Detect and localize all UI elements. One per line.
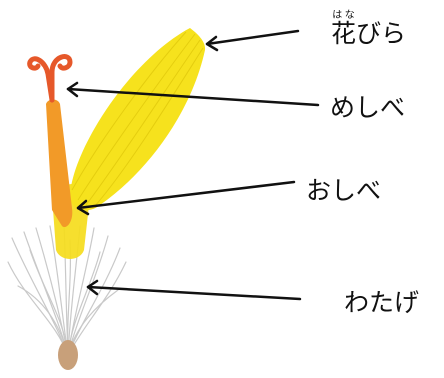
seed (58, 340, 78, 370)
pointer-stamen (76, 180, 296, 210)
label-petal-rest: びら (356, 19, 407, 48)
stigma (27, 54, 73, 103)
label-petal: 花はなびら (331, 10, 407, 48)
petal-veins (71, 31, 204, 207)
pointer-pappus (86, 285, 302, 301)
pistil (46, 99, 73, 228)
label-stamen: おしべ (306, 176, 382, 205)
petal (70, 28, 206, 211)
pointer-lines (66, 29, 320, 301)
ruby-base: 花 (331, 19, 357, 48)
pointer-pistil (66, 87, 320, 107)
pointer-petal (205, 29, 300, 46)
label-pappus: わたげ (344, 288, 420, 317)
ruby-reading: はな (331, 10, 357, 21)
ruby-hana: 花はな (331, 11, 357, 48)
label-pistil: めしべ (330, 93, 406, 122)
